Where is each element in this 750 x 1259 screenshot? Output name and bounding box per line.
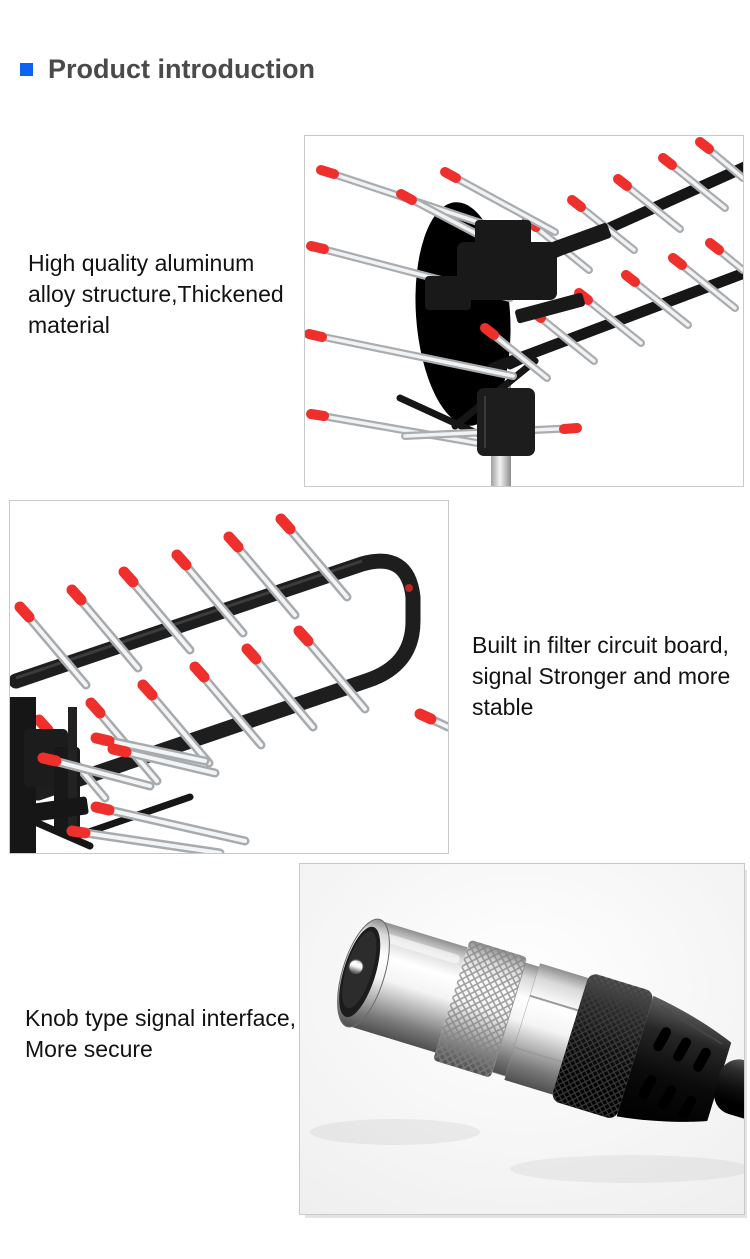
knurled-chrome-ring — [434, 940, 527, 1077]
upper-tube-rods — [14, 513, 352, 690]
lower-left-rods — [37, 732, 250, 853]
plug-face — [337, 918, 390, 1028]
feature-text-filter: Built in filter circuit board, signal St… — [472, 632, 731, 720]
red-marking-dot — [405, 584, 413, 592]
photo-frame-connector — [299, 863, 745, 1215]
photo-frame-boom-closeup — [9, 500, 449, 854]
junction-box — [477, 388, 535, 456]
strain-relief-boot — [616, 995, 732, 1122]
hex-collar — [504, 963, 588, 1095]
tv-antenna-overview-photo — [305, 136, 743, 486]
connector-assembly — [337, 918, 744, 1159]
blue-square-icon — [20, 63, 33, 76]
center-housing — [425, 220, 612, 324]
black-knurled-nut — [552, 974, 653, 1118]
photo-frame-antenna-overview — [304, 135, 744, 487]
soft-shadows — [310, 1119, 744, 1183]
feature-text-knob: Knob type signal interface, More secure — [25, 1005, 297, 1062]
center-pin — [348, 959, 364, 975]
hairpin-boom — [10, 553, 421, 801]
antenna-boom-closeup-photo — [10, 501, 448, 853]
section-header: Product introduction — [20, 54, 315, 85]
page-title: Product introduction — [48, 54, 315, 84]
coaxial-connector-closeup-photo — [300, 864, 744, 1214]
feature-text-aluminum: High quality aluminum alloy structure,Th… — [28, 250, 284, 338]
